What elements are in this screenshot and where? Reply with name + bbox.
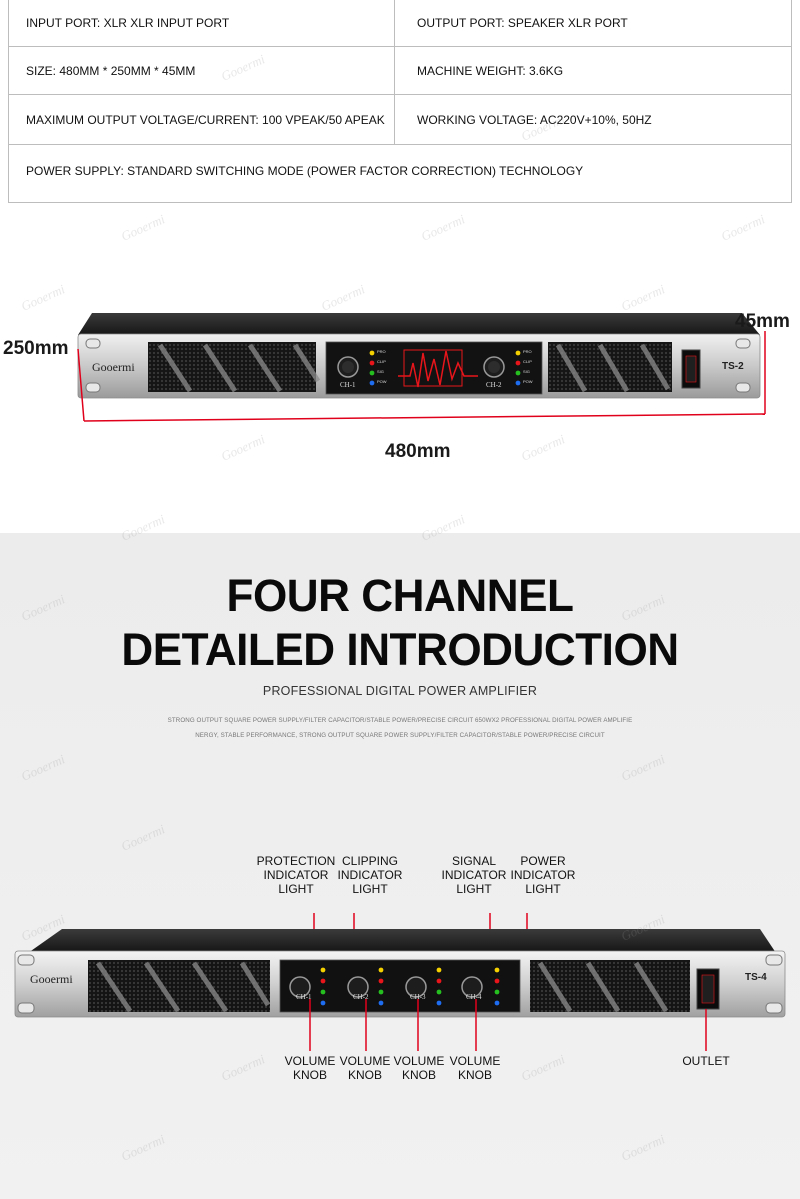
spec-working-voltage: WORKING VOLTAGE: AC220V+10%, 50HZ — [417, 112, 652, 127]
callout-volume-knob-3: VOLUME KNOB — [389, 1054, 449, 1082]
intro-title-line2: DETAILED INTRODUCTION — [121, 624, 679, 675]
callout-text: POWER — [520, 854, 566, 868]
spec-input-port: INPUT PORT: XLR XLR INPUT PORT — [9, 0, 395, 46]
amp2-brand-logo: Gooermi — [92, 360, 135, 374]
amp2-led-labels-ch2: PRO CLIP SIG POW — [523, 347, 533, 387]
callout-volume-knob-2: VOLUME KNOB — [335, 1054, 395, 1082]
spec-weight: MACHINE WEIGHT: 3.6KG — [417, 63, 564, 78]
spec-size: SIZE: 480MM * 250MM * 45MM — [9, 47, 395, 94]
callout-text: SIGNAL — [451, 854, 496, 868]
amplifier-four-channel-image — [14, 913, 786, 1051]
callout-text: VOLUME — [339, 1054, 391, 1068]
amp2-model-label: TS-2 — [722, 361, 744, 372]
spec-row: MAXIMUM OUTPUT VOLTAGE/CURRENT: 100 VPEA… — [9, 94, 791, 144]
spec-power-supply: POWER SUPPLY: STANDARD SWITCHING MODE (P… — [26, 164, 584, 178]
callout-text: KNOB — [401, 1068, 436, 1082]
amp4-ch4-label: CH-4 — [466, 993, 482, 1001]
intro-subtitle: PROFESSIONAL DIGITAL POWER AMPLIFIER — [262, 684, 538, 698]
led-label-pow: POW — [377, 379, 387, 384]
amp4-model-label: TS-4 — [745, 972, 767, 983]
callout-clipping-indicator: CLIPPING INDICATOR LIGHT — [334, 854, 406, 896]
callout-text: INDICATOR — [510, 868, 576, 882]
callout-text: LIGHT — [525, 882, 561, 896]
callout-text: LIGHT — [278, 882, 314, 896]
callout-text: LIGHT — [352, 882, 388, 896]
four-channel-section: FOUR CHANNEL DETAILED INTRODUCTION PROFE… — [0, 533, 800, 1199]
amp2-led-labels-ch1: PRO CLIP SIG POW — [377, 347, 387, 387]
spec-row: INPUT PORT: XLR XLR INPUT PORT OUTPUT PO… — [9, 0, 791, 46]
callout-outlet: OUTLET — [682, 1054, 730, 1068]
intro-description-line2: NERGY, STABLE PERFORMANCE, STRONG OUTPUT… — [195, 732, 605, 739]
led-label-sig: SIG — [523, 369, 530, 374]
led-label-pro: PRO — [377, 349, 386, 354]
callout-text: INDICATOR — [263, 868, 329, 882]
callout-text: INDICATOR — [441, 868, 507, 882]
intro-title-line1: FOUR CHANNEL — [226, 570, 574, 621]
amp4-ch3-label: CH-3 — [410, 993, 426, 1001]
spec-output-port: OUTPUT PORT: SPEAKER XLR PORT — [417, 16, 628, 30]
callout-text: INDICATOR — [337, 868, 403, 882]
callout-signal-indicator: SIGNAL INDICATOR LIGHT — [438, 854, 510, 896]
amp4-ch2-label: CH-2 — [353, 993, 369, 1001]
amp4-brand-logo: Gooermi — [30, 972, 73, 986]
amp2-ch1-label: CH-1 — [340, 381, 356, 389]
callout-text: LIGHT — [456, 882, 492, 896]
callout-volume-knob-1: VOLUME KNOB — [280, 1054, 340, 1082]
spec-row: POWER SUPPLY: STANDARD SWITCHING MODE (P… — [9, 144, 791, 202]
spec-table: INPUT PORT: XLR XLR INPUT PORT OUTPUT PO… — [8, 0, 792, 203]
amp2-ch2-label: CH-2 — [486, 381, 502, 389]
led-label-clip: CLIP — [377, 359, 386, 364]
spec-max-output: MAXIMUM OUTPUT VOLTAGE/CURRENT: 100 VPEA… — [9, 95, 395, 144]
dimension-width-label: 480mm — [385, 441, 451, 462]
amplifier-two-channel-image — [77, 313, 766, 422]
callout-text: KNOB — [292, 1068, 327, 1082]
spec-row: SIZE: 480MM * 250MM * 45MM MACHINE WEIGH… — [9, 46, 791, 94]
amp4-ch1-label: CH-1 — [296, 993, 312, 1001]
callout-text: PROTECTION — [256, 854, 336, 868]
callout-text: VOLUME — [449, 1054, 501, 1068]
led-label-sig: SIG — [377, 369, 384, 374]
callout-protection-indicator: PROTECTION INDICATOR LIGHT — [254, 854, 338, 896]
callout-text: VOLUME — [393, 1054, 445, 1068]
intro-description-line1: STRONG OUTPUT SQUARE POWER SUPPLY/FILTER… — [167, 717, 633, 724]
led-label-pow: POW — [523, 379, 533, 384]
led-label-clip: CLIP — [523, 359, 532, 364]
callout-text: CLIPPING — [341, 854, 398, 868]
callout-text: KNOB — [457, 1068, 492, 1082]
callout-text: KNOB — [347, 1068, 382, 1082]
callout-text: VOLUME — [284, 1054, 336, 1068]
dimension-section: Gooermi TS-2 CH-1 CH-2 PRO CLIP SIG POW … — [0, 203, 800, 533]
led-label-pro: PRO — [523, 349, 532, 354]
dimension-height-label: 45mm — [735, 311, 790, 332]
callout-power-indicator: POWER INDICATOR LIGHT — [507, 854, 579, 896]
dimension-depth-label: 250mm — [3, 338, 69, 359]
callout-volume-knob-4: VOLUME KNOB — [445, 1054, 505, 1082]
